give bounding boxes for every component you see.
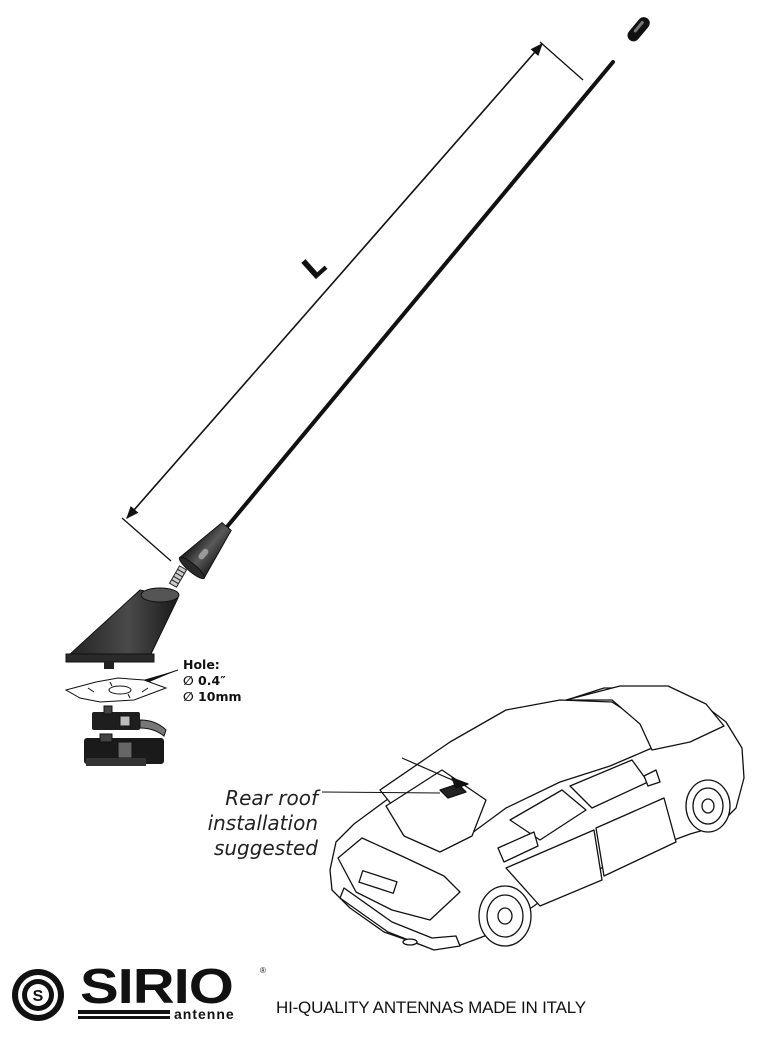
installation-note: Rear roof installation suggested: [200, 786, 318, 861]
car-icon: [329, 685, 745, 951]
note-line: installation: [207, 811, 318, 835]
length-dimension: [121, 41, 584, 562]
note-line: suggested: [213, 836, 318, 860]
note-line: Rear roof: [225, 786, 318, 810]
registered-mark: ®: [260, 966, 266, 975]
note-leader: [321, 791, 441, 794]
tagline: HI-QUALITY ANTENNAS MADE IN ITALY: [276, 998, 586, 1017]
hole-title: Hole:: [183, 657, 220, 672]
antenna-whip-icon: [178, 17, 650, 580]
hole-imperial: ∅ 0.4″: [183, 673, 226, 688]
antenna-base-icon: [65, 565, 188, 669]
hole-metric: ∅ 10mm: [183, 689, 242, 704]
svg-text:S: S: [33, 988, 44, 1005]
mounting-hardware-icon: [64, 677, 168, 766]
brand-bars: [78, 1010, 170, 1019]
brand-name: SIRIO: [80, 958, 234, 1014]
hole-spec: Hole: ∅ 0.4″ ∅ 10mm: [183, 657, 242, 705]
sirio-logo-icon: S: [12, 969, 64, 1021]
brand-sub: antenne: [172, 1006, 237, 1022]
